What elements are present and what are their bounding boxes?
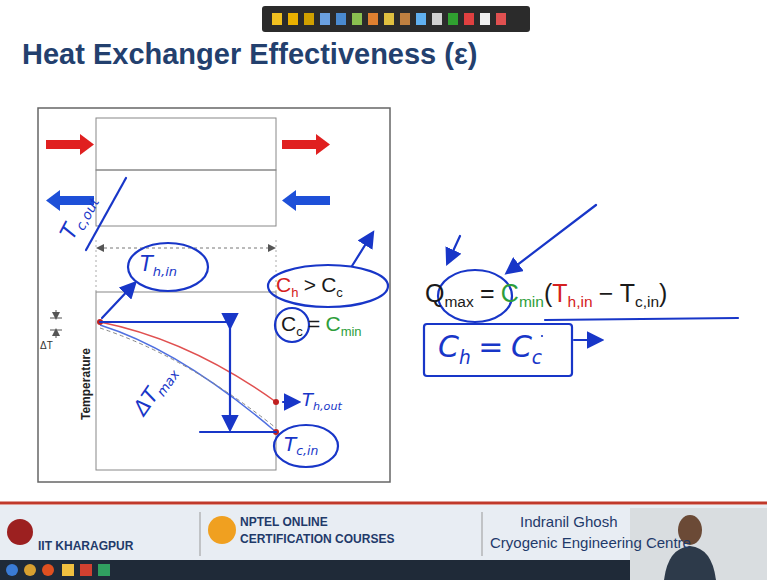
nptel-logo <box>208 516 236 544</box>
subscript: c,in <box>296 443 318 458</box>
subscript: h <box>459 347 471 368</box>
handwritten-label: Th,out <box>302 390 342 413</box>
label-text: T <box>620 279 635 307</box>
subscript: h <box>291 285 298 300</box>
separator <box>200 512 201 556</box>
label-text: T <box>140 252 153 276</box>
axis-label: ΔT <box>40 340 53 351</box>
footer-text: NPTEL ONLINE <box>240 516 328 529</box>
subscript: c,in <box>635 293 659 310</box>
guide-line <box>96 240 97 292</box>
subscript: c <box>336 285 343 300</box>
label-text: C <box>501 279 519 307</box>
label-text: ( <box>544 279 552 307</box>
label-text: C <box>325 312 340 335</box>
dashed-curve <box>100 328 276 428</box>
capacity-relation: Cc=Cmin <box>281 312 362 339</box>
label-text: T <box>284 432 296 456</box>
label-text: IIT KHARAGPUR <box>38 539 133 553</box>
label-text: C <box>511 329 532 364</box>
slide-title: Heat Exchanger Effectiveness (ε) <box>22 38 477 71</box>
label-text: T <box>302 389 313 410</box>
label-text: C <box>276 273 291 296</box>
hot-channel <box>96 118 276 170</box>
plot-frame <box>96 292 276 470</box>
label-text: T <box>552 279 567 307</box>
footer-text: CERTIFICATION COURSES <box>240 533 394 546</box>
subscript: h,in <box>568 293 593 310</box>
capacity-relation: Ch>Cc <box>276 273 343 300</box>
label-text: C <box>281 312 296 335</box>
label-text: = <box>478 329 503 364</box>
handwritten-annotations <box>86 178 738 467</box>
cold-curve <box>100 325 276 432</box>
length-dimension <box>98 248 274 249</box>
footer-text: Cryogenic Engineering Centre <box>490 535 691 552</box>
label-text: ) <box>659 279 667 307</box>
handwritten-label: Tc,in <box>284 433 318 458</box>
label-text: C <box>321 273 336 296</box>
label-text: ΔT <box>40 340 53 351</box>
cold-channel <box>96 170 276 226</box>
label-text: CERTIFICATION COURSES <box>240 532 394 546</box>
equation: Qmax=Cmin(Th,in−Tc,in) <box>425 280 667 310</box>
subscript: c <box>296 324 303 339</box>
figure-frame <box>38 108 390 482</box>
footer-text: Indranil Ghosh <box>520 514 618 531</box>
taskbar-icons <box>6 564 110 576</box>
handwritten-note: Ch=Cc <box>438 330 542 368</box>
toolbar <box>262 6 530 32</box>
label-text: NPTEL ONLINE <box>240 515 328 529</box>
label-text: = <box>308 312 320 335</box>
footer-text: IIT KHARAGPUR <box>38 540 133 553</box>
axis-label: Temperature <box>80 348 93 420</box>
handwritten-label: Th,in <box>140 253 177 279</box>
subscript: c <box>532 347 542 368</box>
label-text: Cryogenic Engineering Centre <box>490 534 691 551</box>
toolbar-icons <box>272 13 506 25</box>
label-text: = <box>480 279 495 307</box>
label-text: Q <box>425 279 444 307</box>
hot-flow-arrows <box>46 134 330 155</box>
subscript: h,out <box>313 400 342 413</box>
label-text: C <box>438 329 459 364</box>
label-text: Indranil Ghosh <box>520 513 618 530</box>
subscript: max <box>444 293 473 310</box>
separator <box>482 512 483 556</box>
label-text: Temperature <box>79 348 93 420</box>
institute-logo <box>7 519 33 545</box>
subscript: min <box>341 324 362 339</box>
footer-rule <box>0 502 767 505</box>
point <box>273 399 279 405</box>
subscript: h,in <box>153 264 177 279</box>
label-text: − <box>599 279 614 307</box>
subscript: min <box>519 293 544 310</box>
delta-t-marker <box>50 310 62 338</box>
label-text: > <box>304 273 316 296</box>
